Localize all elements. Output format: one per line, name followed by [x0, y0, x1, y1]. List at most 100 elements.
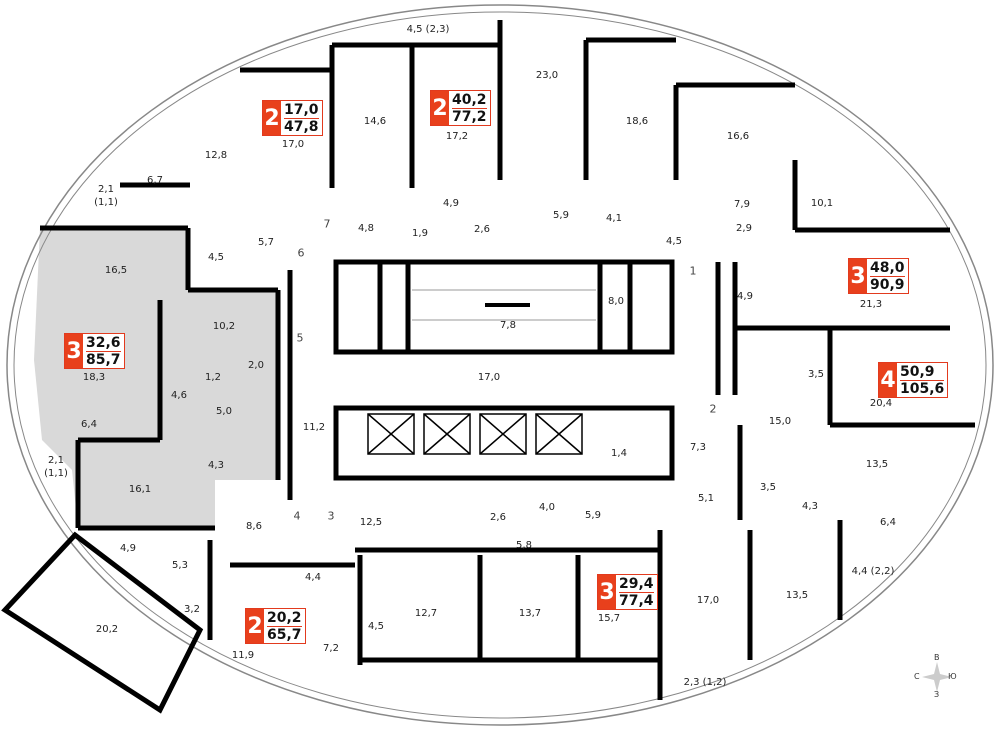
total-area: 77,4 — [619, 592, 654, 609]
total-area: 105,6 — [900, 380, 945, 397]
compass-east: Ю — [948, 672, 957, 681]
total-area: 85,7 — [86, 351, 121, 368]
room-area-label: 15,0 — [768, 416, 792, 427]
room-count: 4 — [879, 363, 897, 397]
room-area-label: 5,3 — [172, 560, 188, 571]
living-area: 20,2 — [267, 609, 302, 627]
room-area-label: 11,9 — [231, 650, 255, 661]
living-area: 32,6 — [86, 334, 121, 352]
room-area-label: 12,7 — [414, 608, 438, 619]
room-area-label: 4,5 — [368, 621, 384, 632]
room-area-label: 11,2 — [302, 422, 326, 433]
room-area-label: 20,4 — [869, 398, 893, 409]
room-area-label: 7,9 — [734, 199, 750, 210]
room-area-label: 7,3 — [690, 442, 706, 453]
room-area-label: 6,4 — [880, 517, 896, 528]
room-area-label: 3,5 — [760, 482, 776, 493]
room-area-label: 4,3 — [802, 501, 818, 512]
living-area: 40,2 — [452, 91, 487, 109]
room-count: 2 — [246, 609, 264, 643]
room-area-label: 13,5 — [785, 590, 809, 601]
room-area-label: 16,6 — [726, 131, 750, 142]
compass: В С Ю З — [912, 652, 962, 702]
highlighted-apartment — [34, 228, 278, 528]
room-area-label: 17,0 — [477, 372, 501, 383]
living-area: 50,9 — [900, 364, 945, 381]
total-area: 65,7 — [267, 626, 302, 643]
room-area-label: 3,2 — [184, 604, 200, 615]
room-area-label: 6,7 — [147, 175, 163, 186]
room-area-label: 13,7 — [518, 608, 542, 619]
compass-west: С — [914, 672, 920, 681]
room-area-label: 4,6 — [171, 390, 187, 401]
room-area-label: 5,9 — [553, 210, 569, 221]
room-area-label: 16,1 — [128, 484, 152, 495]
room-area-label: 12,8 — [204, 150, 228, 161]
room-area-label: 2,3 (1,2) — [683, 677, 727, 688]
room-area-label: 3,5 — [808, 369, 824, 380]
room-area-label: 4,3 — [208, 460, 224, 471]
room-count: 3 — [849, 259, 867, 293]
room-area-label: 4,1 — [606, 213, 622, 224]
room-area-label: 10,1 — [810, 198, 834, 209]
room-area-label: 13,5 — [865, 459, 889, 470]
room-area-label: 23,0 — [535, 70, 559, 81]
room-area-label: 17,0 — [696, 595, 720, 606]
room-area-label: 4,9 — [443, 198, 459, 209]
room-area-label: 2,9 — [736, 223, 752, 234]
living-area: 48,0 — [870, 259, 905, 277]
room-area-label: 2,0 — [248, 360, 264, 371]
room-area-label: 17,2 — [445, 131, 469, 142]
room-count: 2 — [263, 101, 281, 135]
room-area-label: 5,1 — [698, 493, 714, 504]
entrance-number: 1 — [689, 264, 697, 278]
room-area-label: 18,6 — [625, 116, 649, 127]
room-area-label: 4,8 — [358, 223, 374, 234]
room-area-label: 4,4 (2,2) — [851, 566, 895, 577]
room-area-label: 7,2 — [323, 643, 339, 654]
entrance-number: 4 — [293, 509, 301, 523]
room-area-label: 1,4 — [611, 448, 627, 459]
entrance-number: 6 — [297, 246, 305, 260]
room-area-label: 4,5 — [208, 252, 224, 263]
room-area-label: 8,0 — [608, 296, 624, 307]
room-area-label: 16,5 — [104, 265, 128, 276]
room-area-label: 20,2 — [95, 624, 119, 635]
total-area: 47,8 — [284, 118, 319, 135]
room-area-label: 5,8 — [516, 540, 532, 551]
room-area-label: 4,4 — [305, 572, 321, 583]
compass-rose-icon — [922, 662, 952, 692]
room-area-label: 5,9 — [585, 510, 601, 521]
compass-south: З — [934, 690, 940, 699]
room-area-label: 5,7 — [258, 237, 274, 248]
room-count: 3 — [65, 334, 83, 368]
room-area-label: 4,5 — [666, 236, 682, 247]
entrance-number: 7 — [323, 217, 331, 231]
room-area-label: (1,1) — [94, 197, 118, 208]
room-area-label: 8,6 — [246, 521, 262, 532]
room-area-label: 12,5 — [359, 517, 383, 528]
compass-north: В — [934, 653, 940, 662]
total-area: 77,2 — [452, 108, 487, 125]
room-area-label: 10,2 — [212, 321, 236, 332]
entrance-number: 3 — [327, 509, 335, 523]
entrance-number: 2 — [709, 402, 717, 416]
room-area-label: 14,6 — [363, 116, 387, 127]
room-area-label: 21,3 — [859, 299, 883, 310]
room-area-label: 6,4 — [81, 419, 97, 430]
